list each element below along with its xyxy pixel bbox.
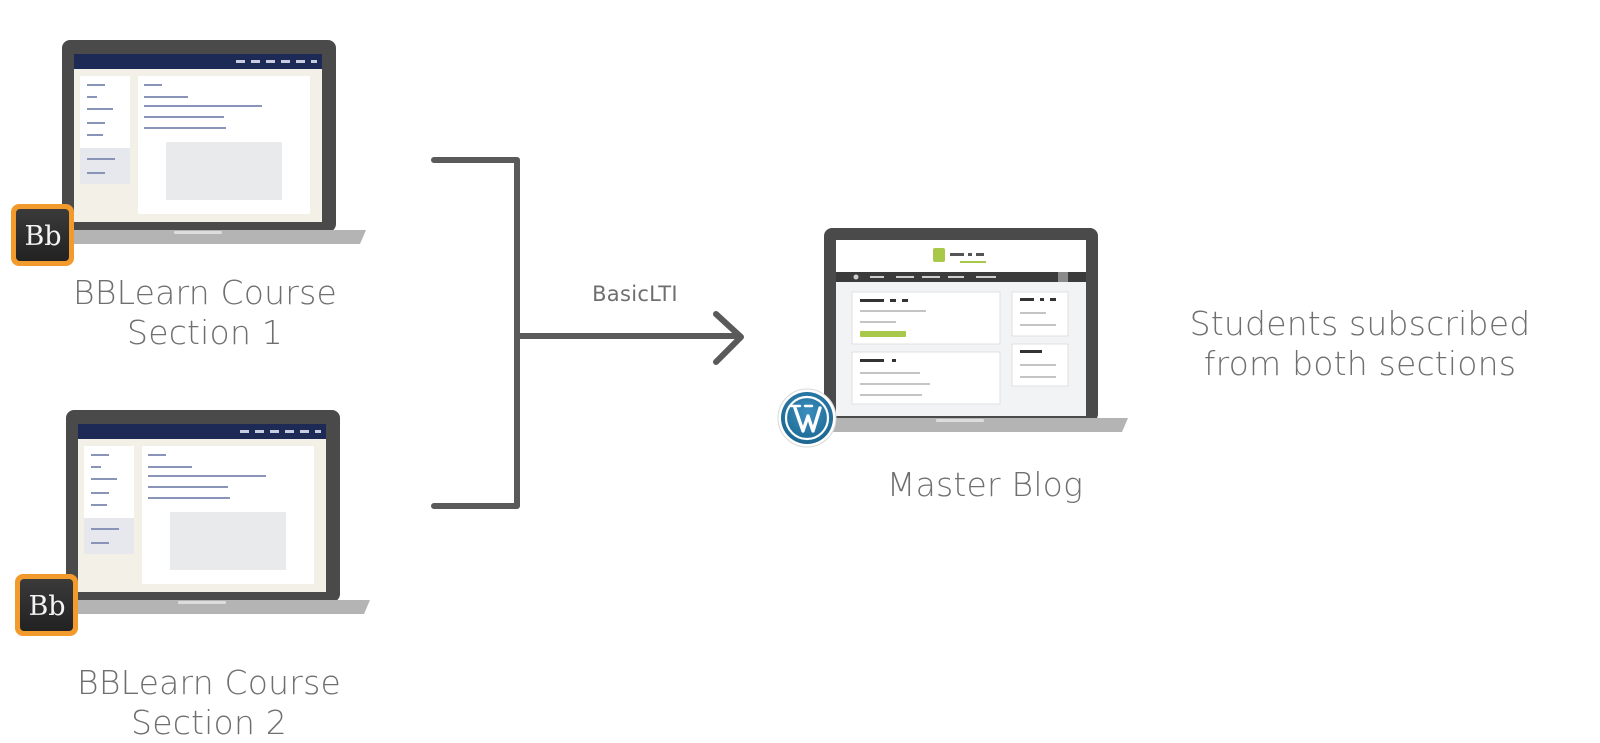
course-section-1-line1: BBLearn Course (73, 273, 337, 312)
merge-connector (431, 157, 744, 509)
course-section-2-line1: BBLearn Course (77, 663, 341, 702)
course-section-2-label: BBLearn Course Section 2 (64, 663, 354, 743)
course-section-1-line2: Section 1 (127, 313, 283, 352)
laptop-master-blog (814, 228, 1128, 432)
blackboard-badge-2 (15, 574, 78, 636)
students-label: Students subscribed from both sections (1180, 304, 1540, 384)
master-blog-label: Master Blog (855, 465, 1115, 505)
blackboard-badge-2-text: Bb (28, 591, 65, 622)
students-line1: Students subscribed (1189, 304, 1531, 343)
blackboard-badge-1-text: Bb (24, 221, 61, 252)
course-section-2-line2: Section 2 (131, 703, 287, 742)
blackboard-badge-1 (11, 204, 74, 266)
master-blog-text: Master Blog (886, 465, 1084, 504)
course-section-1-label: BBLearn Course Section 1 (60, 273, 350, 353)
wordpress-icon (777, 388, 837, 448)
laptop-course-1 (50, 40, 366, 244)
laptop-course-2 (54, 410, 370, 614)
connector-label: BasicLTI (592, 282, 678, 306)
students-line2: from both sections (1203, 344, 1517, 383)
arrow-head (713, 311, 744, 365)
